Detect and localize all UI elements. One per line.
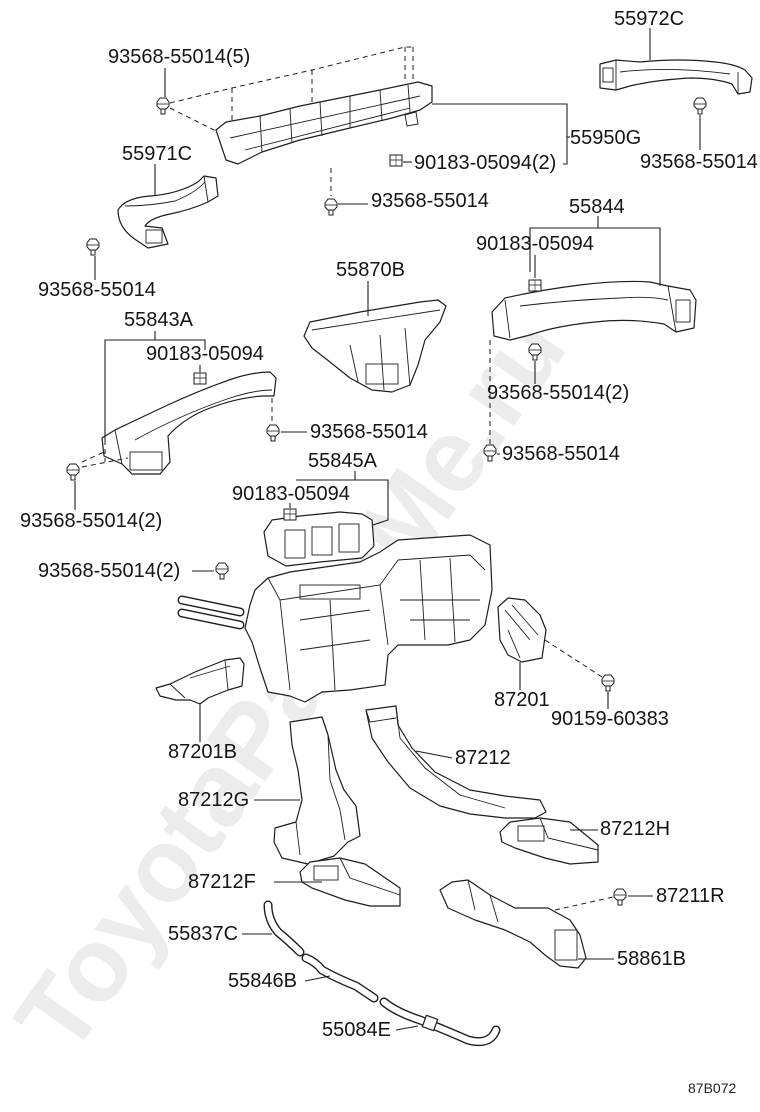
- bolt-icon-87211R: [613, 888, 627, 906]
- part-55870B-duct: [303, 299, 447, 393]
- callout-87201: 87201: [494, 689, 550, 711]
- callout-90159-60383: 90159-60383: [551, 708, 669, 730]
- leader-55845A: [296, 479, 389, 526]
- leader-55950G: [432, 103, 568, 165]
- callout-90183-05094-2: 90183-05094(2): [414, 152, 557, 174]
- callout-93568-55014-left: 93568-55014: [38, 279, 156, 301]
- bolt-icon-93568-55014-left: [86, 238, 100, 256]
- callout-93568-55014-2-left: 93568-55014(2): [20, 510, 163, 532]
- leader-55084E: [395, 1025, 419, 1031]
- part-55971C-duct: [117, 175, 219, 249]
- callout-87212: 87212: [455, 747, 511, 769]
- callout-55972C: 55972C: [614, 8, 685, 30]
- leader-lines: [74, 28, 701, 1031]
- callout-87212G: 87212G: [178, 789, 250, 811]
- clip-icon-90183-05094-55843A: [193, 372, 207, 385]
- callout-93568-55014-5: 93568-55014(5): [108, 46, 251, 68]
- clip-icon-90183-05094-55844: [528, 279, 542, 292]
- part-air-conditioning-unit: [177, 534, 493, 703]
- callout-93568-55014-center: 93568-55014: [310, 421, 428, 443]
- bolt-icon-93568-55014-2-unit: [215, 562, 229, 580]
- part-55837C-hose: [263, 900, 305, 957]
- part-55844-duct: [491, 280, 697, 341]
- callout-58861B: 58861B: [617, 948, 686, 970]
- dash-93568-55014-2-left: [81, 451, 129, 468]
- callout-55971C: 55971C: [122, 143, 193, 165]
- callout-87211R: 87211R: [656, 885, 725, 907]
- callout-55870B: 55870B: [336, 259, 405, 281]
- part-55972C-duct: [599, 59, 753, 95]
- part-55950G-duct: [215, 81, 433, 165]
- callout-90183-05094-55844: 90183-05094: [476, 233, 594, 255]
- callout-55843A: 55843A: [124, 309, 193, 331]
- callout-55845A: 55845A: [308, 450, 377, 472]
- callout-90183-05094-55845A: 90183-05094: [232, 483, 350, 505]
- callout-55837C: 55837C: [168, 923, 239, 945]
- callout-93568-55014-lower: 93568-55014: [502, 443, 620, 465]
- leader-87212: [415, 750, 453, 759]
- clip-icon-90183-05094-2: [389, 154, 403, 167]
- part-55845A-duct: [263, 511, 375, 567]
- part-87212F-duct: [299, 857, 401, 907]
- dash-90159-60383: [544, 639, 603, 678]
- illustration-code: 87B072: [688, 1080, 737, 1096]
- dashed-lines-55950G: [169, 46, 414, 133]
- bolt-icon-93568-55014-right: [693, 97, 707, 115]
- part-87212H-duct: [499, 817, 599, 865]
- part-55084E-hose: [379, 997, 501, 1047]
- bolt-icon-93568-55014-center: [266, 424, 280, 442]
- part-55843A-duct: [101, 371, 277, 475]
- bolt-icon-90159-60383: [601, 674, 615, 692]
- callout-93568-55014-2-unit: 93568-55014(2): [38, 560, 181, 582]
- callout-93568-55014-2-right: 93568-55014(2): [487, 382, 630, 404]
- part-58861B-duct: [439, 879, 587, 969]
- leader-55844: [529, 227, 661, 286]
- callout-87201B: 87201B: [168, 741, 237, 763]
- callout-87212F: 87212F: [188, 871, 256, 893]
- callout-55846B: 55846B: [228, 970, 297, 992]
- callout-93568-55014-right: 93568-55014: [640, 151, 758, 173]
- part-55846B-hose: [301, 953, 379, 1003]
- part-87201B-duct: [155, 657, 245, 705]
- callout-93568-55014-mid: 93568-55014: [371, 190, 489, 212]
- bolt-icon-93568-55014-mid: [324, 198, 338, 216]
- leader-55846B: [304, 975, 331, 982]
- bolt-icon-93568-55014-2-left: [66, 463, 80, 481]
- clip-icon-90183-05094-55845A: [283, 508, 297, 521]
- callout-55844: 55844: [569, 196, 625, 218]
- callout-90183-05094-55843A: 90183-05094: [146, 343, 264, 365]
- callout-55084E: 55084E: [322, 1019, 391, 1041]
- part-87212-duct: [365, 705, 547, 819]
- part-87201-duct: [497, 597, 547, 663]
- callout-55950G: 55950G: [570, 127, 642, 149]
- bolt-icon-93568-55014-5: [156, 97, 170, 115]
- callout-87212H: 87212H: [600, 818, 671, 840]
- dash-87211R: [554, 896, 614, 911]
